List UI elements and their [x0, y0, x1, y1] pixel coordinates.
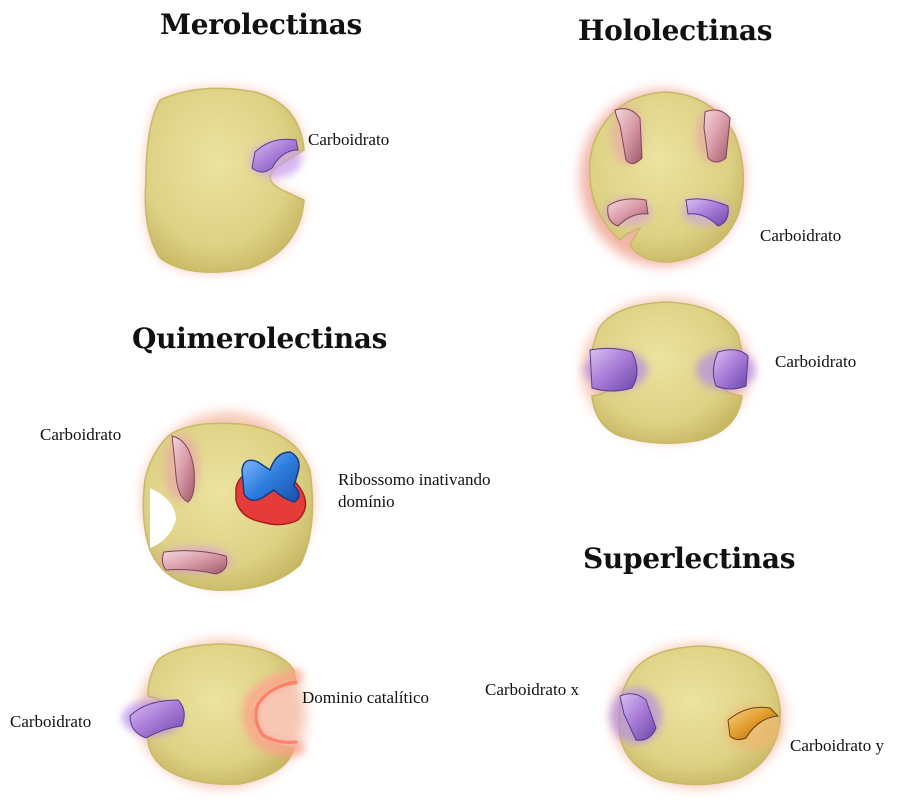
label-chimerolectin-carbohydrate: Carboidrato — [40, 425, 121, 445]
superlectin-carbohydrate-x-site — [610, 688, 662, 744]
label-hololectin-carbohydrate: Carboidrato — [760, 226, 841, 246]
label-hololectin-2-carbohydrate: Carboidrato — [775, 352, 856, 372]
label-ribosome-domain-line2: domínio — [338, 492, 395, 512]
title-quimerolectinas: Quimerolectinas — [132, 322, 387, 355]
superlectin-carbohydrate-y-site — [724, 706, 780, 750]
label-superlectin-carbohydrate-y: Carboidrato y — [790, 736, 884, 756]
merolectin-protein — [145, 88, 304, 272]
label-superlectin-carbohydrate-x: Carboidrato x — [485, 680, 579, 700]
label-ribosome-domain-line1: Ribossomo inativando — [338, 470, 491, 490]
title-hololectinas: Hololectinas — [578, 14, 772, 47]
title-merolectinas: Merolectinas — [160, 8, 362, 41]
label-merolectin-carbohydrate: Carboidrato — [308, 130, 389, 150]
label-chimerolectin-2-carbohydrate: Carboidrato — [10, 712, 91, 732]
title-superlectinas: Superlectinas — [583, 542, 795, 575]
label-catalytic-domain: Dominio catalítico — [302, 688, 429, 708]
